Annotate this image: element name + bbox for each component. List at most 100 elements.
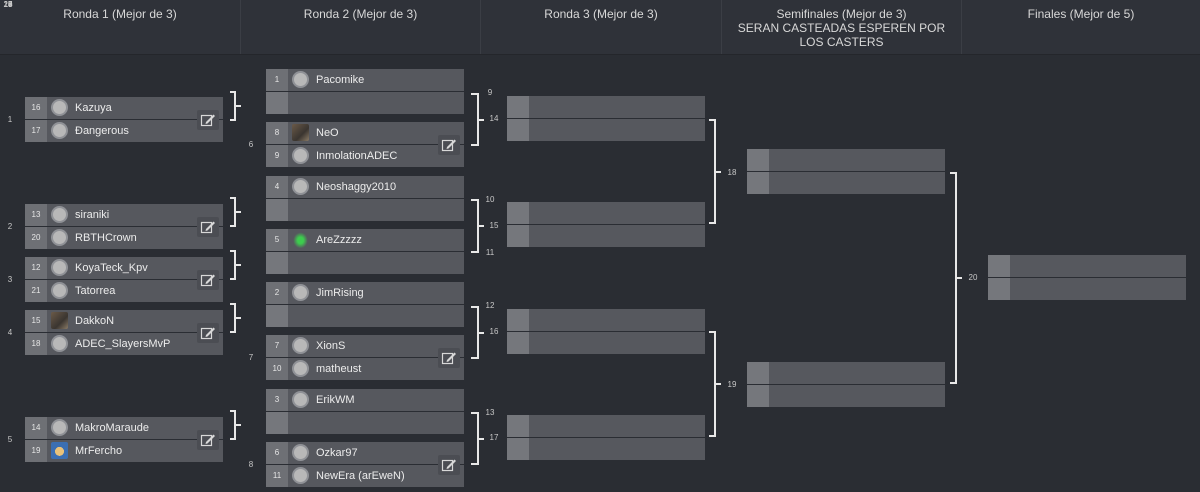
player-name[interactable]: matheust xyxy=(316,363,362,375)
empty-player-slot xyxy=(747,385,945,407)
player-slot[interactable]: 8 NeO xyxy=(266,122,464,144)
player-slot[interactable]: 20 RBTHCrown xyxy=(25,227,223,249)
edit-pencil-icon[interactable] xyxy=(438,348,460,368)
player-name[interactable]: Ðangerous xyxy=(75,125,129,137)
seed-number: 3 xyxy=(266,389,288,411)
seed-number: 20 xyxy=(25,227,47,249)
match-number: 18 xyxy=(727,168,737,177)
seed-number xyxy=(266,412,288,434)
match-19[interactable] xyxy=(747,362,945,408)
player-name[interactable]: ErikWM xyxy=(316,394,355,406)
player-name[interactable]: MakroMaraude xyxy=(75,422,149,434)
player-slot[interactable]: 16 Kazuya xyxy=(25,97,223,119)
player-avatar-icon xyxy=(292,124,309,141)
match-17[interactable] xyxy=(507,415,705,461)
player-name[interactable]: DakkoN xyxy=(75,315,115,327)
match-number: 3 xyxy=(7,275,13,284)
player-name[interactable]: RBTHCrown xyxy=(75,232,137,244)
player-slot[interactable]: 18 ADEC_SlayersMvP xyxy=(25,333,223,355)
seed-number xyxy=(266,92,288,114)
player-slot[interactable]: 3 ErikWM xyxy=(266,389,464,411)
edit-pencil-icon[interactable] xyxy=(197,430,219,450)
seed-number xyxy=(747,385,769,407)
match-18[interactable] xyxy=(747,149,945,195)
match-number: 11 xyxy=(485,248,495,257)
seed-number: 18 xyxy=(25,333,47,355)
player-name[interactable]: Neoshaggy2010 xyxy=(316,181,397,193)
player-name[interactable]: KoyaTeck_Kpv xyxy=(75,262,148,274)
edit-pencil-icon[interactable] xyxy=(438,455,460,475)
match-16[interactable] xyxy=(507,309,705,355)
player-avatar-icon xyxy=(292,444,309,461)
player-name[interactable]: XionS xyxy=(316,340,346,352)
player-name[interactable]: Kazuya xyxy=(75,102,112,114)
edit-pencil-icon[interactable] xyxy=(197,110,219,130)
player-name[interactable]: NewEra (arEweN) xyxy=(316,470,405,482)
player-name[interactable]: NeO xyxy=(316,127,339,139)
match-13[interactable]: 3 ErikWM xyxy=(266,389,464,435)
player-name[interactable]: Tatorrea xyxy=(75,285,116,297)
player-name[interactable]: InmolationADEC xyxy=(316,150,398,162)
player-avatar-icon xyxy=(292,467,309,484)
player-name[interactable]: Pacomike xyxy=(316,74,365,86)
match-20[interactable] xyxy=(988,255,1186,301)
match-15[interactable] xyxy=(507,202,705,248)
player-slot[interactable]: 14 MakroMaraude xyxy=(25,417,223,439)
player-name[interactable]: AreZzzzz xyxy=(316,234,362,246)
edit-pencil-icon[interactable] xyxy=(197,323,219,343)
edit-pencil-icon[interactable] xyxy=(438,135,460,155)
empty-player-slot xyxy=(507,225,705,247)
player-name[interactable]: JimRising xyxy=(316,287,364,299)
player-avatar-icon xyxy=(292,391,309,408)
empty-player-slot xyxy=(266,199,464,221)
bracket-connector xyxy=(235,105,241,107)
match-number: 16 xyxy=(3,0,13,9)
seed-number: 16 xyxy=(25,97,47,119)
player-slot[interactable]: 13 siraniki xyxy=(25,204,223,226)
player-avatar-icon xyxy=(51,312,68,329)
player-name[interactable]: MrFercho xyxy=(75,445,123,457)
player-name[interactable]: siraniki xyxy=(75,209,110,221)
match-number: 19 xyxy=(727,380,737,389)
seed-number: 8 xyxy=(266,122,288,144)
match-14[interactable] xyxy=(507,96,705,142)
player-name[interactable]: ADEC_SlayersMvP xyxy=(75,338,171,350)
edit-pencil-icon[interactable] xyxy=(197,270,219,290)
match-number: 8 xyxy=(248,460,254,469)
empty-player-slot xyxy=(988,278,1186,300)
player-name[interactable]: Ozkar97 xyxy=(316,447,358,459)
seed-number xyxy=(507,119,529,141)
seed-number: 14 xyxy=(25,417,47,439)
match-2[interactable]: 13 siraniki 20 RBTHCrown xyxy=(25,204,223,250)
seed-number: 13 xyxy=(25,204,47,226)
seed-number xyxy=(747,149,769,171)
match-number: 7 xyxy=(248,353,254,362)
edit-pencil-icon[interactable] xyxy=(197,217,219,237)
match-number: 14 xyxy=(3,0,13,9)
